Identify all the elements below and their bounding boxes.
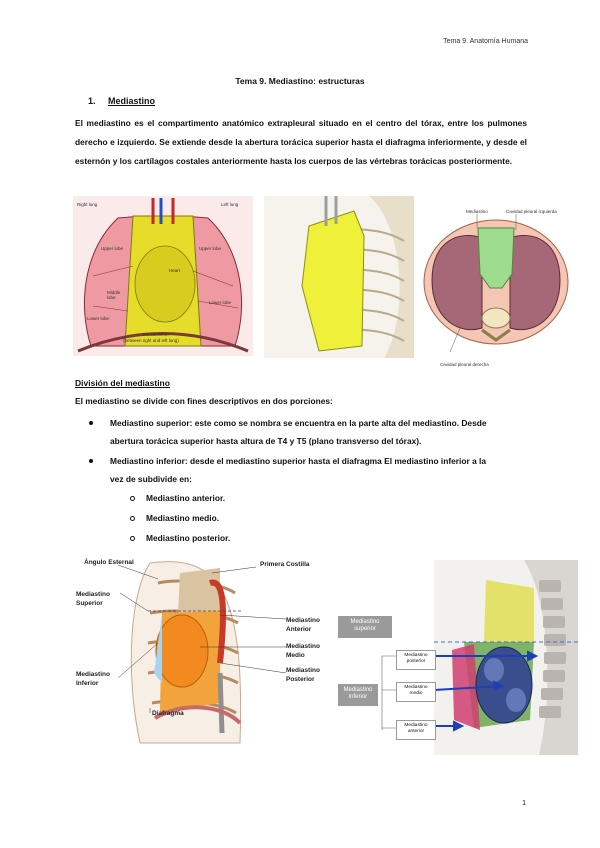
box-inferior-line2: inferior [348,694,368,700]
label-cavidad-derecha: Cavidad pleural derecha [440,362,489,367]
sub-item-anterior: Mediastino anterior. [146,493,226,503]
label-right-lung: Right lung [77,202,98,207]
label-ant-1: Mediastino [286,617,320,624]
box-medio-line2: medio [409,691,423,696]
box-mediastino-anterior: Mediastino anterior [396,720,436,740]
label-med-2: Medio [286,652,305,659]
figure-mediastinum-divisions: Ángulo Esternal Primera Costilla Mediast… [70,553,328,753]
figure-thorax-frontal: Right lung Left lung Upper lobe Upper lo… [73,196,253,356]
sub-bullet [130,496,135,501]
label-med-1: Mediastino [286,643,320,650]
label-sup-2: Superior [76,600,103,607]
box-superior-line1: Mediastino [350,619,380,625]
label-heart: Heart [169,268,181,273]
bullet1-line1: Mediastino superior: este como se nombra… [110,418,487,428]
figure-mediastinum-colored: Mediastino superior Mediastino inferior … [334,560,578,755]
box-superior-line2: superior [354,626,376,632]
label-post-1: Mediastino [286,667,320,674]
label-cavidad-izquierda: Cavidad pleural izquierda [506,209,557,214]
box-anterior-line2: anterior [407,729,425,734]
running-header: Tema 9. Anatomía Humana [443,38,528,45]
figure-thorax-lateral [264,196,414,358]
label-sup-1: Mediastino [76,591,110,598]
label-lower-lobe-left: Lower lobe [209,300,232,305]
box-medio-line1: Mediastino [404,685,428,690]
bullet2-line1: Mediastino inferior: desde el mediastino… [110,456,487,466]
label-post-2: Posterior [286,676,315,683]
label-angulo-esternal: Ángulo Esternal [84,559,134,566]
label-mediastinum: Mediastinum [143,332,169,337]
label-lower-lobe-right: Lower lobe [87,316,110,321]
bullet1-line2: abertura torácica superior hasta altura … [110,436,422,446]
label-middle-lobe: Middle lobe [107,290,121,300]
label-inf-1: Mediastino [76,671,110,678]
section-title: Mediastino [108,96,156,106]
box-posterior-line1: Mediastino [404,653,428,658]
box-mediastino-medio: Mediastino medio [396,682,436,702]
box-inferior-line1: Mediastino [343,687,373,693]
label-upper-lobe-right: Upper lobe [101,246,124,251]
bullet-dot [89,421,93,425]
sub-item-medio: Mediastino medio. [146,513,220,523]
figure-axial-section: Mediastino Cavidad pleural izquierda Cav… [420,200,572,370]
sub-item-posterior: Mediastino posterior. [146,533,231,543]
label-mediastino-axial: Mediastino [466,209,488,214]
label-diafragma: Diafragma [152,710,184,717]
subsection-title: División del mediastino [75,378,170,388]
label-upper-lobe-left: Upper lobe [199,246,222,251]
bullet-dot [89,459,93,463]
box-posterior-line2: posterior [406,659,426,664]
box-anterior-line1: Mediastino [404,723,428,728]
division-intro: El mediastino se divide con fines descri… [75,396,333,406]
section-number: 1. [88,96,96,106]
sub-bullet [130,536,135,541]
label-inf-2: Inferior [76,680,99,687]
label-ant-2: Anterior [286,626,312,633]
label-mediastinum-sub: (between right and left lung) [123,338,179,343]
page-title: Tema 9. Mediastino: estructuras [235,76,365,86]
label-left-lung: Left lung [221,202,239,207]
box-mediastino-inferior: Mediastino inferior [338,684,378,706]
sub-bullet [130,516,135,521]
box-mediastino-superior: Mediastino superior [338,616,392,638]
page-number: 1 [522,800,526,807]
label-primera-costilla: Primera Costilla [260,561,310,568]
intro-paragraph: El mediastino es el compartimento anatóm… [75,118,527,166]
bullet2-line2: vez de subdivide en: [110,474,192,484]
box-mediastino-posterior: Mediastino posterior [396,650,436,670]
